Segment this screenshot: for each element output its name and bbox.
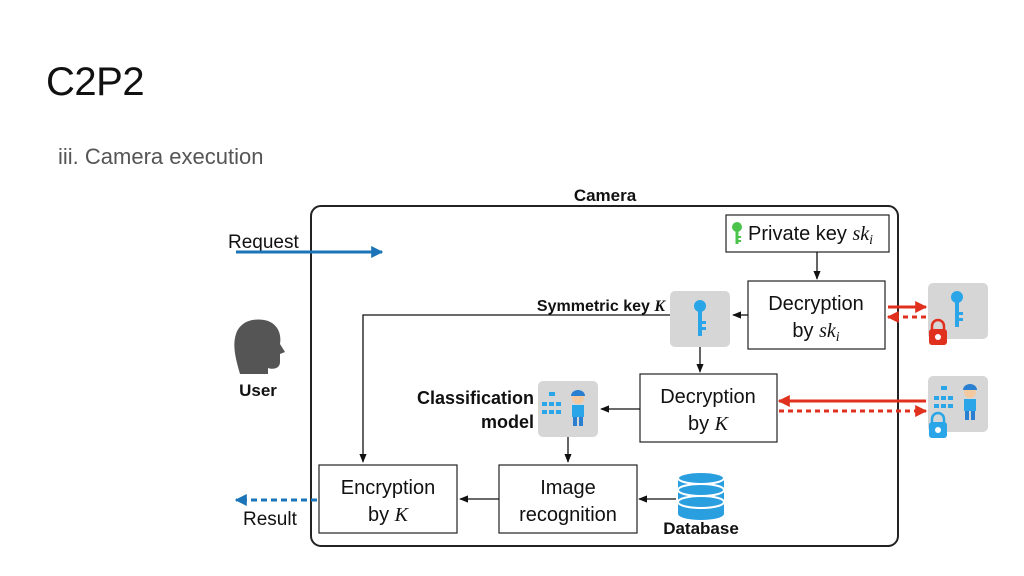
encryption-k-prefix: by <box>368 504 395 526</box>
private-key-text: Private key <box>748 223 852 245</box>
image-recognition-box: Image recognition <box>498 464 638 534</box>
camera-label: Camera <box>574 186 637 205</box>
request-label: Request <box>228 232 299 253</box>
encryption-k-var: K <box>394 504 410 526</box>
decryption-ski-var: sk <box>819 320 837 342</box>
symmetric-key-icon <box>694 300 706 336</box>
classification-person-icon <box>571 390 585 426</box>
camera-container <box>310 205 899 547</box>
user-icon <box>234 319 285 374</box>
image-recognition-line1: Image <box>540 477 596 499</box>
model-person-icon <box>963 384 977 420</box>
encryption-k-box: Encryption by K <box>318 464 458 534</box>
decryption-ski-sub: i <box>836 330 840 345</box>
svg-text:by K: by K <box>368 504 410 526</box>
slide-title: C2P2 <box>46 60 145 104</box>
classification-model-tile <box>538 381 598 437</box>
encryption-k-line1: Encryption <box>341 477 436 499</box>
decryption-k-var: K <box>714 413 730 435</box>
database-label: Database <box>663 519 739 538</box>
decryption-k-line1: Decryption <box>660 386 756 408</box>
model-network-icon <box>934 386 953 408</box>
image-recognition-line2: recognition <box>519 504 617 526</box>
svg-text:by K: by K <box>688 413 730 435</box>
decryption-k-box: Decryption by K <box>639 373 778 443</box>
symmetric-key-var: K <box>653 298 666 315</box>
decryption-k-prefix: by <box>688 413 715 435</box>
symmetric-key-tile <box>670 291 730 347</box>
private-key-sub: i <box>869 233 873 248</box>
decryption-ski-prefix: by <box>792 320 819 342</box>
svg-text:by ski: by ski <box>792 320 839 345</box>
result-label: Result <box>243 509 298 530</box>
encrypted-model-tile <box>928 376 988 438</box>
database-icon <box>677 471 725 520</box>
user-label: User <box>239 381 277 400</box>
blue-lock-icon <box>929 411 947 438</box>
svg-text:Private key ski: Private key ski <box>748 223 873 248</box>
arrow-symkey-to-encryption <box>359 314 670 463</box>
classification-label-line1: Classification <box>417 388 534 408</box>
green-key-icon <box>732 222 742 244</box>
svg-text:Symmetric key K: Symmetric key K <box>537 298 666 315</box>
symmetric-key-text: Symmetric key <box>537 298 654 315</box>
blue-key-icon <box>951 291 963 327</box>
slide-subtitle: iii. Camera execution <box>58 144 264 169</box>
classification-label-line2: model <box>481 412 534 432</box>
decryption-ski-box: Decryption by ski <box>747 280 886 350</box>
private-key-box: Private key ski <box>725 214 890 253</box>
classification-network-icon <box>542 392 561 414</box>
decryption-ski-line1: Decryption <box>768 293 864 315</box>
encrypted-key-tile <box>928 283 988 345</box>
red-lock-icon <box>929 318 947 345</box>
private-key-var: sk <box>852 223 870 245</box>
